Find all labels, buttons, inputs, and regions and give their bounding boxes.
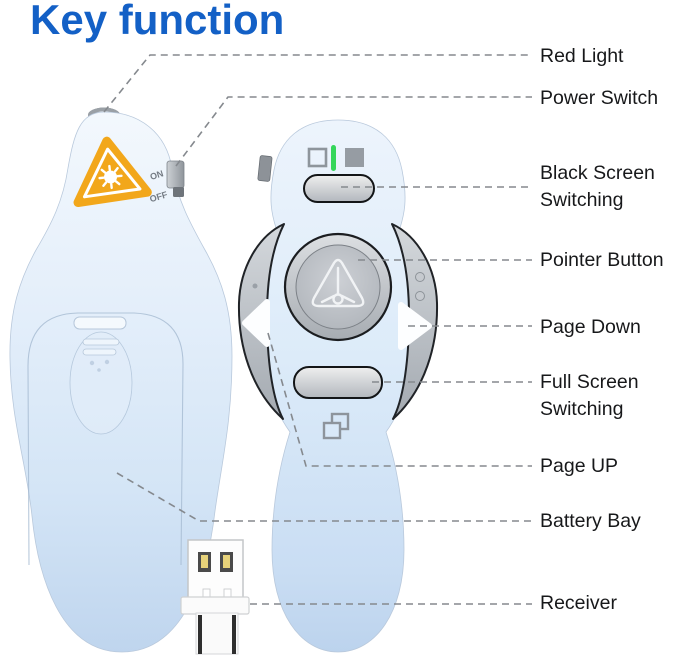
label-text: Black Screen	[540, 162, 655, 184]
page-up-arrow-icon	[242, 299, 270, 347]
callout-line-red-light	[103, 54, 532, 113]
callout-line-power-switch	[175, 96, 532, 167]
usb-plug	[187, 539, 244, 599]
wing-dot	[252, 283, 258, 289]
window-switch-icon	[322, 412, 350, 440]
wing-dot	[415, 272, 425, 282]
label-text: Receiver	[540, 592, 617, 614]
battery-cover-grip	[82, 338, 120, 372]
label-red-light: Red Light	[540, 43, 623, 70]
wing-dot	[415, 291, 425, 301]
laser-triangle-icon	[311, 258, 365, 308]
battery-bay-cover	[27, 312, 184, 566]
blank-screen-indicator-icon	[307, 147, 328, 168]
green-led-indicator	[331, 145, 336, 171]
callout-lines	[103, 54, 532, 605]
filled-screen-indicator-icon	[345, 148, 364, 167]
label-black-screen-switching: Black Screen Switching	[540, 160, 655, 214]
label-text: Full Screen	[540, 371, 639, 393]
label-full-screen-switching: Full Screen Switching	[540, 369, 639, 423]
power-on-label: ON	[149, 168, 165, 182]
presenter-back-view: ON OFF	[9, 107, 233, 653]
label-page-up: Page UP	[540, 453, 618, 480]
full-screen-button	[293, 366, 383, 399]
laser-warning-icon	[73, 136, 152, 208]
battery-cover-latch	[73, 316, 127, 330]
status-indicators	[307, 145, 364, 171]
label-battery-bay: Battery Bay	[540, 508, 641, 535]
presenter-front-view	[237, 119, 439, 653]
black-screen-button	[303, 174, 375, 203]
callout-line-battery-bay	[116, 472, 532, 522]
usb-receiver	[180, 539, 250, 655]
label-text: Switching	[540, 189, 624, 211]
receiver-tip	[195, 612, 239, 655]
label-text: Page UP	[540, 455, 619, 477]
label-pointer-button: Pointer Button	[540, 247, 664, 274]
label-text: Battery Bay	[540, 510, 641, 532]
label-text: Page Down	[540, 316, 641, 338]
label-text: Switching	[540, 398, 624, 420]
power-switch: ON OFF	[148, 160, 185, 204]
label-text: Power Switch	[540, 87, 659, 109]
label-power-switch: Power Switch	[540, 85, 658, 112]
label-text: Red Light	[540, 45, 624, 67]
label-page-down: Page Down	[540, 314, 641, 341]
page-title: Key function	[30, 0, 285, 43]
label-receiver: Receiver	[540, 590, 617, 617]
pointer-button	[283, 232, 393, 342]
callout-line-page-up	[267, 332, 532, 467]
side-switch-tab	[257, 155, 273, 182]
receiver-collar	[180, 596, 250, 615]
label-text: Pointer Button	[540, 249, 664, 271]
